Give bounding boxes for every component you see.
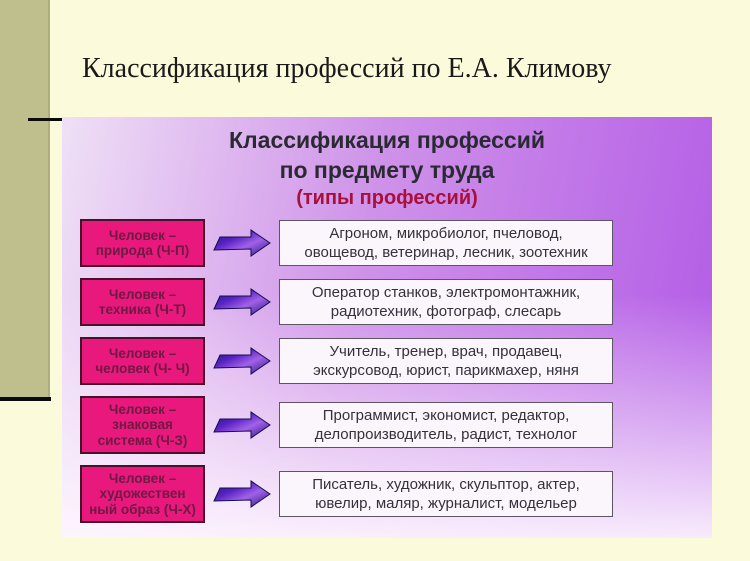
type-label-line: техника (Ч-Т)	[98, 302, 187, 317]
type-label-line: Человек –	[108, 286, 177, 302]
professions-line: экскурсовод, юрист, парикмахер, няня	[313, 362, 579, 379]
type-label-line: художествен	[99, 486, 186, 502]
profession-row: Человек – знаковая система (Ч-З) Програм…	[80, 396, 712, 454]
professions-box: Программист, экономист, редактор, делопр…	[279, 402, 613, 448]
professions-line: Писатель, художник, скульптор, актер,	[312, 476, 580, 493]
panel-subtitle: (типы профессий)	[296, 187, 478, 209]
profession-type-box: Человек – природа (Ч-П)	[80, 219, 205, 267]
profession-row: Человек – природа (Ч-П) Агроном, микроби…	[80, 219, 712, 267]
panel-title-line1: Классификация профессий	[229, 127, 545, 153]
right-arrow-icon	[213, 219, 271, 267]
profession-row: Человек – техника (Ч-Т) Оператор станков…	[80, 278, 712, 326]
slide-title: Классификация профессий по Е.А. Климову	[82, 53, 612, 84]
title-underline-dash	[28, 118, 63, 121]
left-accent-bar	[0, 0, 50, 397]
type-label-line: ный образ (Ч-Х)	[89, 501, 196, 517]
type-label-line: природа (Ч-П)	[95, 243, 190, 258]
professions-line: Учитель, тренер, врач, продавец,	[329, 343, 563, 360]
type-label-line: Человек –	[108, 227, 177, 243]
professions-line: делопроизводитель, радист, технолог	[314, 426, 578, 443]
right-arrow-icon	[213, 396, 271, 454]
professions-line: радиотехник, фотограф, слесарь	[330, 303, 562, 320]
right-arrow-icon	[213, 465, 271, 523]
panel-title-line2: по предмету труда	[279, 157, 495, 183]
professions-box: Агроном, микробиолог, пчеловод, овощевод…	[279, 220, 613, 266]
professions-line: Агроном, микробиолог, пчеловод,	[329, 225, 563, 242]
professions-line: Программист, экономист, редактор,	[322, 407, 570, 424]
panel-title: Классификация профессий по предмету труд…	[62, 117, 712, 211]
professions-line: ювелир, маляр, журналист, модельер	[315, 495, 577, 512]
professions-line: Оператор станков, электромонтажник,	[311, 284, 581, 301]
profession-type-box: Человек – художествен ный образ (Ч-Х)	[80, 465, 205, 523]
type-label-line: система (Ч-З)	[97, 432, 188, 448]
type-label-line: знаковая	[112, 417, 173, 433]
professions-box: Писатель, художник, скульптор, актер, юв…	[279, 471, 613, 517]
type-label-line: Человек –	[108, 401, 177, 417]
right-arrow-icon	[213, 337, 271, 385]
profession-row: Человек – человек (Ч- Ч) Учитель, тренер…	[80, 337, 712, 385]
left-bar-bottom-line	[0, 397, 51, 401]
type-label-line: Человек –	[108, 345, 177, 361]
professions-line: овощевод, ветеринар, лесник, зоотехник	[304, 244, 588, 261]
content-panel: Классификация профессий по предмету труд…	[62, 117, 712, 538]
profession-row: Человек – художествен ный образ (Ч-Х) Пи…	[80, 465, 712, 523]
profession-type-box: Человек – знаковая система (Ч-З)	[80, 396, 205, 454]
professions-box: Оператор станков, электромонтажник, ради…	[279, 279, 613, 325]
type-label-line: Человек –	[108, 470, 177, 486]
professions-box: Учитель, тренер, врач, продавец, экскурс…	[279, 338, 613, 384]
type-label-line: человек (Ч- Ч)	[95, 361, 190, 376]
right-arrow-icon	[213, 278, 271, 326]
profession-type-box: Человек – техника (Ч-Т)	[80, 278, 205, 326]
profession-type-box: Человек – человек (Ч- Ч)	[80, 337, 205, 385]
